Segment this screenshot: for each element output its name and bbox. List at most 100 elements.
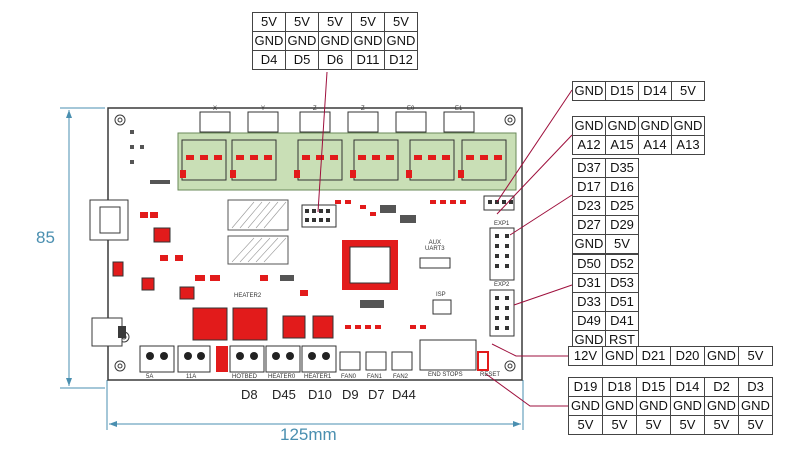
pin-cell: 5V	[704, 415, 739, 435]
pin-cell: D35	[605, 158, 639, 178]
pin-cell: D12	[384, 50, 418, 70]
right-headers	[419, 195, 515, 371]
motor-connectors	[199, 111, 475, 133]
driver-red-parts	[180, 155, 502, 178]
pin-cell: D6	[318, 50, 352, 70]
bottom-pin-d9: D9	[342, 387, 359, 402]
pin-cell: 5V	[602, 415, 637, 435]
axis-label-e1: E1	[455, 106, 463, 112]
pin-cell: D2	[704, 377, 739, 397]
pin-cell: D15	[636, 377, 671, 397]
pin-cell: D3	[738, 377, 773, 397]
terminal-label-fan2: FAN2	[393, 374, 409, 380]
bottom-pin-d7: D7	[368, 387, 385, 402]
pin-cell: D4	[252, 50, 286, 70]
pin-cell: 5V	[738, 346, 773, 366]
pin-cell: D50	[572, 254, 606, 274]
pin-cell: GND	[602, 396, 637, 416]
pin-cell: GND	[572, 81, 606, 101]
pin-cell: D20	[670, 346, 705, 366]
exp1-label: EXP1	[494, 221, 510, 227]
usb-connector	[89, 199, 129, 241]
height-dimension-line	[60, 107, 105, 389]
pin-cell: D51	[605, 292, 639, 312]
pin-cell: GND	[636, 396, 671, 416]
pin-cell: D19	[568, 377, 603, 397]
pin-cell: D14	[638, 81, 672, 101]
isp-label: ISP	[436, 292, 446, 298]
pin-cell: D31	[572, 273, 606, 293]
axis-label-y: Y	[261, 106, 266, 112]
terminal-label-heater2: HEATER2	[234, 293, 262, 299]
pin-cell: GND	[572, 330, 606, 350]
pin-cell: GND	[384, 31, 418, 51]
pin-cell: GND	[351, 31, 385, 51]
pin-cell: D18	[602, 377, 637, 397]
bottom-pin-d10: D10	[308, 387, 332, 402]
pin-cell: GND	[285, 31, 319, 51]
terminal-label-heater1: HEATER1	[304, 374, 332, 380]
small-components	[140, 200, 466, 329]
mcu-chip	[342, 240, 398, 290]
axis-label-z2: Z	[361, 106, 365, 112]
pin-cell: GND	[568, 396, 603, 416]
terminal-label-11a: 11A	[186, 374, 197, 380]
pin-cell: GND	[704, 346, 739, 366]
pin-cell: D14	[670, 377, 705, 397]
pointer-lines	[317, 71, 573, 407]
pin-cell: GND	[572, 234, 606, 254]
bottom-pin-d45: D45	[272, 387, 296, 402]
reset-button	[477, 351, 489, 371]
pin-cell: D53	[605, 273, 639, 293]
driver-area	[177, 132, 517, 191]
pin-cell: D33	[572, 292, 606, 312]
pin-cell: D15	[605, 81, 639, 101]
pin-cell: 5V	[384, 12, 418, 32]
pin-cell: GND	[704, 396, 739, 416]
pin-cell: 5V	[252, 12, 286, 32]
power-jack	[91, 317, 123, 347]
pin-cell: A15	[605, 135, 639, 155]
pin-cell: GND	[605, 116, 639, 136]
pin-cell: A13	[671, 135, 705, 155]
pin-cell: D23	[572, 196, 606, 216]
terminal-label-hotbed: HOTBED	[232, 374, 258, 380]
pin-cell: GND	[602, 346, 637, 366]
terminal-label-heater0: HEATER0	[268, 374, 296, 380]
pin-cell: A14	[638, 135, 672, 155]
endstops-label: END STOPS	[428, 372, 463, 378]
pin-cell: 5V	[285, 12, 319, 32]
top-pin-header	[301, 204, 337, 228]
pin-cell: 5V	[636, 415, 671, 435]
bottom-terminals	[139, 345, 413, 373]
pin-cell: 5V	[605, 234, 639, 254]
terminal-label-5a: 5A	[146, 374, 154, 380]
pin-cell: GND	[638, 116, 672, 136]
pin-cell: D11	[351, 50, 385, 70]
pin-cell: GND	[671, 116, 705, 136]
pin-cell: 5V	[738, 415, 773, 435]
driver-modules	[181, 139, 507, 181]
pin-cell: D37	[572, 158, 606, 178]
power-components	[112, 227, 334, 341]
pin-cell: D27	[572, 215, 606, 235]
height-dimension-label: 85	[36, 228, 55, 247]
